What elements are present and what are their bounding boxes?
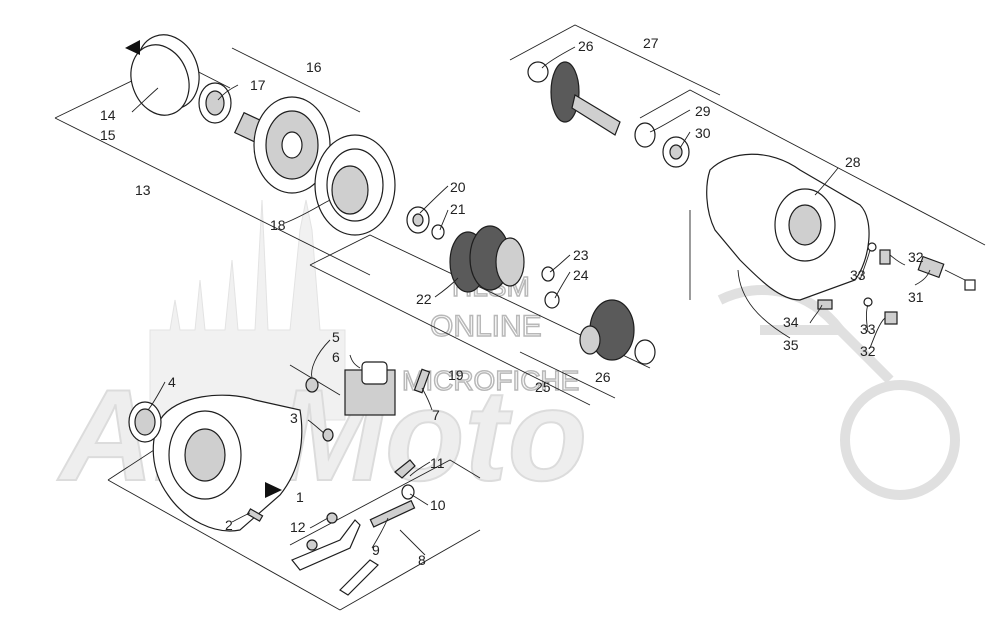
washer-24 (544, 291, 560, 309)
callout-27: 27 (643, 35, 659, 51)
callout-34: 34 (783, 314, 799, 330)
callout-35: 35 (783, 337, 799, 353)
callout-33-lower: 33 (860, 321, 876, 337)
bolt-12a (326, 512, 338, 524)
callout-19: 19 (448, 367, 464, 383)
gear-case-housing (152, 394, 303, 532)
bearing-20 (406, 206, 430, 234)
motorcycle-silhouette (717, 285, 960, 500)
bolt-32-upper (879, 249, 891, 265)
bushing-5 (305, 377, 319, 393)
leader-lines (131, 46, 931, 556)
callout-30: 30 (695, 125, 711, 141)
callout-5: 5 (332, 329, 340, 345)
callout-18: 18 (270, 217, 286, 233)
callout-22: 22 (416, 291, 432, 307)
callout-21: 21 (450, 201, 466, 217)
clutch-drum (233, 96, 331, 194)
watermark-line3: MICROFICHE (402, 365, 579, 396)
callout-15: 15 (100, 127, 116, 143)
callout-13: 13 (135, 182, 151, 198)
shift-arm-11 (394, 459, 416, 479)
callout-26-upper: 26 (578, 38, 594, 54)
callout-20: 20 (450, 179, 466, 195)
callout-31: 31 (908, 289, 924, 305)
speed-sensor (917, 255, 976, 291)
parts (125, 34, 976, 596)
gear-26-upper (527, 61, 621, 136)
callout-4: 4 (168, 374, 176, 390)
one-way-clutch (314, 134, 396, 236)
bolt-12b (306, 539, 318, 551)
callout-6: 6 (332, 349, 340, 365)
seal-4 (128, 401, 162, 443)
snap-ring (125, 34, 200, 116)
washer-33-upper (867, 242, 877, 252)
callout-32-lower: 32 (860, 343, 876, 359)
callout-11: 11 (430, 455, 445, 471)
callout-1: 1 (296, 489, 304, 505)
gear-case-cover (706, 153, 870, 301)
callout-23: 23 (573, 247, 589, 263)
callout-10: 10 (430, 497, 446, 513)
callout-12: 12 (290, 519, 306, 535)
screw-7 (413, 368, 431, 394)
callout-25: 25 (535, 379, 551, 395)
watermark-line2: ONLINE (430, 310, 542, 343)
washer-21 (431, 224, 445, 240)
washer-33-lower (863, 297, 873, 307)
bearing-17 (198, 82, 232, 124)
bolt-34 (817, 299, 833, 310)
callout-29: 29 (695, 103, 711, 119)
callout-26-lower: 26 (595, 369, 611, 385)
callout-24: 24 (573, 267, 589, 283)
callout-33-upper: 33 (850, 267, 866, 283)
callout-2: 2 (225, 517, 233, 533)
callout-7: 7 (432, 407, 440, 423)
callout-16: 16 (306, 59, 322, 75)
callout-32-upper: 32 (908, 249, 924, 265)
callout-numbers: 14 15 13 16 17 18 20 21 22 23 24 19 25 2… (100, 35, 924, 568)
callout-9: 9 (372, 542, 380, 558)
seal-29 (634, 122, 656, 148)
gear-assembly-22 (449, 225, 525, 293)
bearing-30 (662, 136, 690, 168)
shift-actuator (344, 361, 396, 416)
skyline-silhouette (149, 199, 346, 421)
callout-17: 17 (250, 77, 266, 93)
gear-26-lower (579, 299, 656, 365)
pin-2 (246, 508, 264, 522)
washer-23 (541, 266, 555, 282)
callout-28: 28 (845, 154, 861, 170)
callout-8: 8 (418, 552, 426, 568)
dowel-3 (322, 428, 334, 442)
bolt-32-lower (884, 311, 898, 325)
washer-10 (401, 484, 415, 500)
shift-fork-assembly (291, 499, 416, 596)
callout-3: 3 (290, 410, 298, 426)
callout-14: 14 (100, 107, 116, 123)
